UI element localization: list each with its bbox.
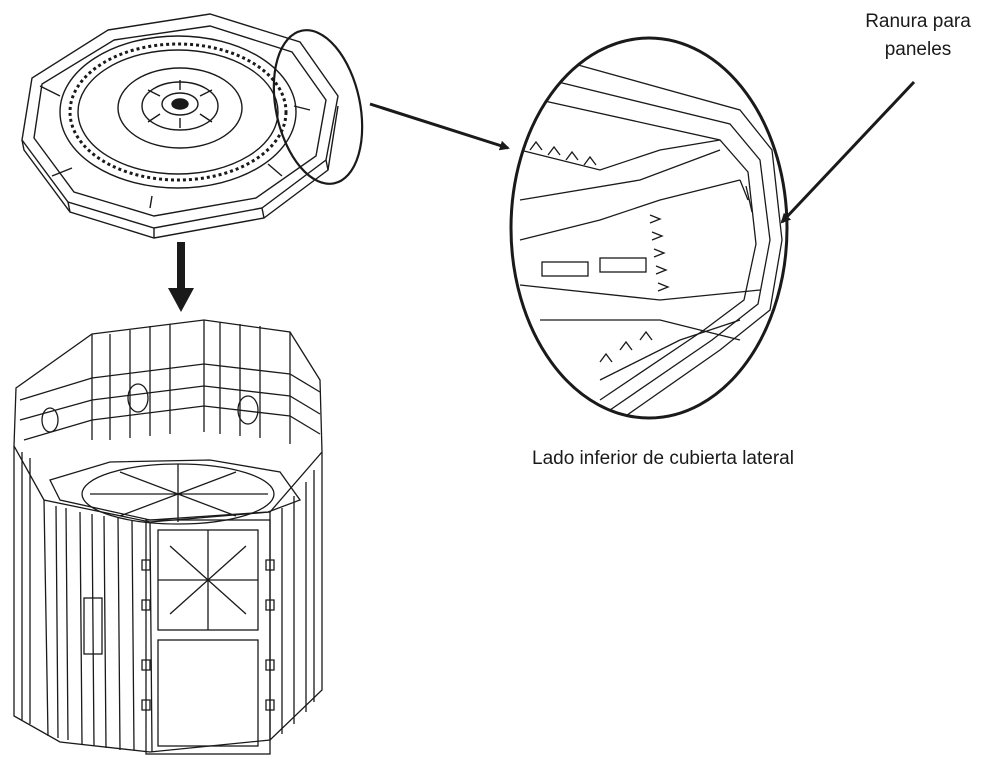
- octagonal-composter-bin-icon: [13, 319, 323, 755]
- detail-callout-ellipse: [272, 29, 364, 185]
- slot-pointer-arrow-icon: [780, 80, 916, 224]
- slot-label: Ranura para paneles: [832, 8, 1004, 64]
- detail-caption: Lado inferior de cubierta lateral: [532, 448, 794, 469]
- slot-label-line1: Ranura para: [865, 11, 971, 32]
- slot-label-line2: paneles: [884, 39, 952, 60]
- octagonal-lid-icon: [21, 13, 339, 239]
- arrow-icon: [369, 102, 510, 151]
- down-arrow-icon: [168, 242, 194, 312]
- magnified-detail-icon: [509, 36, 789, 420]
